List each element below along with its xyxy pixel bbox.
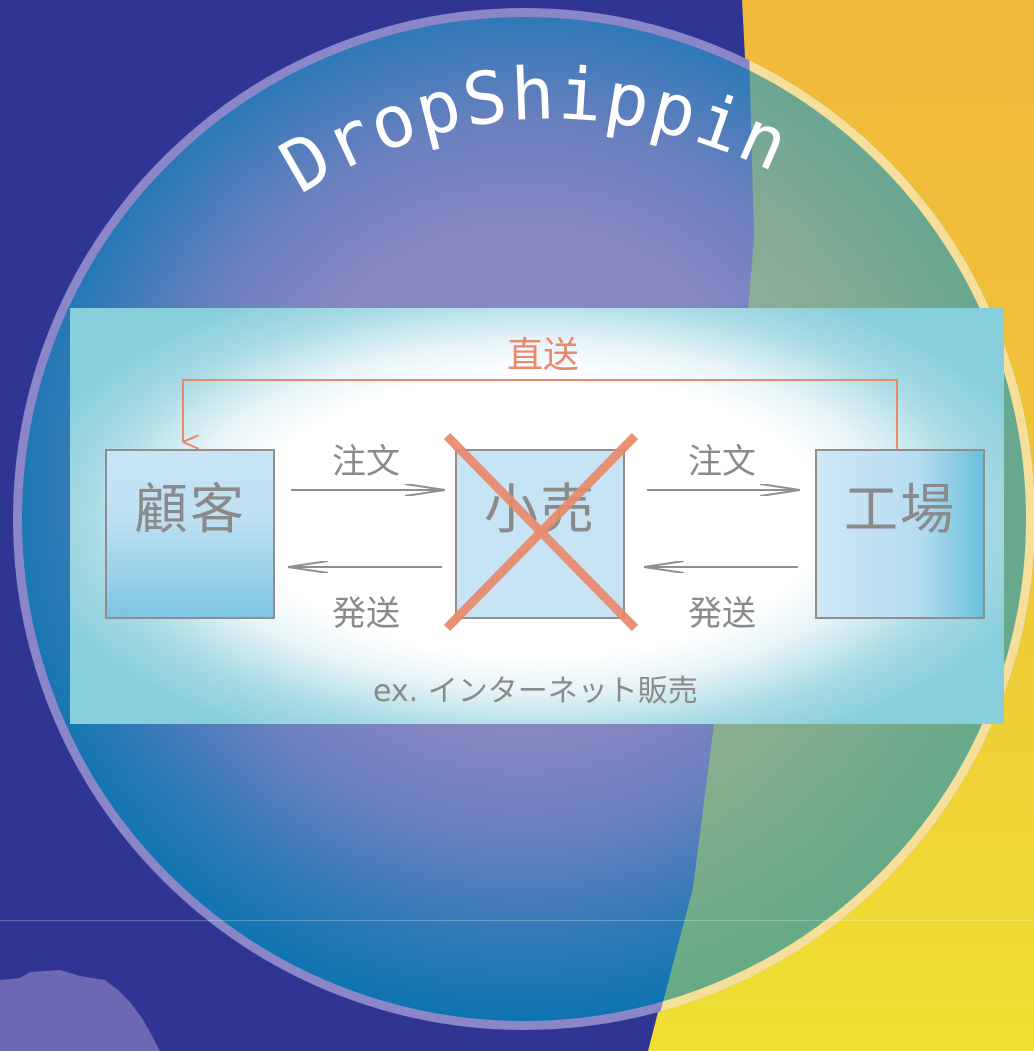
example-caption: ex. インターネット販売 — [373, 674, 698, 709]
diagram-panel: 直送 顧客 小売 工場 注文 注文 発送 発送 ex. インターネット販売 — [70, 308, 1004, 724]
factory-box: 工場 — [815, 449, 985, 619]
ship-label-left: 発送 — [332, 594, 400, 634]
direct-shipping-label: 直送 — [507, 335, 580, 376]
cloud-shape — [0, 970, 160, 1051]
retailer-label: 小売 — [484, 478, 596, 541]
ship-label-right: 発送 — [688, 594, 756, 634]
order-label-left: 注文 — [332, 442, 400, 482]
factory-label: 工場 — [844, 478, 956, 541]
svg-text:DropShipping: DropShipping — [0, 0, 802, 209]
page-title: DropShipping — [0, 0, 800, 209]
direct-shipping-arrow — [182, 379, 898, 449]
divider-line — [0, 920, 1034, 921]
diagram-arrows — [182, 379, 898, 724]
retailer-box: 小売 — [455, 449, 625, 619]
customer-box: 顧客 — [105, 449, 275, 619]
order-label-right: 注文 — [688, 442, 756, 482]
customer-label: 顧客 — [134, 478, 246, 541]
